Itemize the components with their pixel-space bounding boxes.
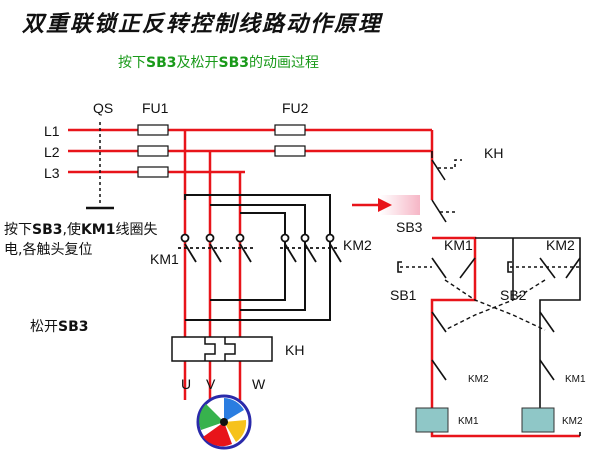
interlock-cross xyxy=(444,279,546,331)
coils xyxy=(415,407,555,433)
km2-interlock-label: KM2 xyxy=(468,374,489,385)
subtitle-key-2: SB3 xyxy=(218,55,250,71)
kh-contact xyxy=(431,159,462,181)
km2-coil-label: KM2 xyxy=(562,416,583,427)
km1-main-label: KM1 xyxy=(150,251,179,267)
control-black-wires xyxy=(431,151,581,436)
page-title: 双重联锁正反转控制线路动作原理 xyxy=(22,11,383,37)
u-label: U xyxy=(181,376,191,392)
fu2-label: FU2 xyxy=(282,100,309,116)
subtitle-text-3: 的动画过程 xyxy=(249,55,319,71)
kh-main-label: KH xyxy=(285,342,304,358)
sb3-label: SB3 xyxy=(396,219,423,235)
w-label: W xyxy=(252,376,266,392)
l2-label: L2 xyxy=(44,144,60,160)
sb2-button xyxy=(507,257,581,279)
km1-top-label: KM1 xyxy=(444,237,473,253)
fuse-fu2 xyxy=(274,124,306,157)
km2-top-label: KM2 xyxy=(546,237,575,253)
l1-label: L1 xyxy=(44,123,60,139)
control-red-wires xyxy=(352,130,580,438)
fu1-label: FU1 xyxy=(142,100,169,116)
release-note: 松开SB3 xyxy=(30,316,89,336)
interlock-contacts xyxy=(431,311,555,381)
km1-interlock-label: KM1 xyxy=(565,374,586,385)
note2-text: 松开 xyxy=(30,319,58,335)
thermal-relay-kh xyxy=(171,336,273,362)
subtitle-key-1: SB3 xyxy=(146,55,177,71)
main-contacts xyxy=(178,233,342,263)
sb1-label: SB1 xyxy=(390,287,417,303)
flow-arrow xyxy=(378,195,420,215)
qs-label: QS xyxy=(93,100,113,116)
note-key-2: KM1 xyxy=(80,222,116,238)
l3-label: L3 xyxy=(44,165,60,181)
sb1-button xyxy=(397,257,476,279)
fuse-fu1 xyxy=(137,124,169,178)
subtitle-text-2: 及松开 xyxy=(176,55,219,71)
note-text-1: 按下 xyxy=(4,222,32,238)
motor xyxy=(196,394,252,450)
km1-coil-label: KM1 xyxy=(458,416,479,427)
sb3-button xyxy=(431,199,456,223)
subtitle: 按下SB3及松开SB3的动画过程 xyxy=(118,52,319,72)
note-text-2: ,使 xyxy=(62,222,81,238)
note-text-3: 线圈失电,各触头复位 xyxy=(4,222,158,258)
v-label: V xyxy=(206,376,216,392)
step-note: 按下SB3,使KM1线圈失电,各触头复位 xyxy=(4,220,164,260)
note-key-1: SB3 xyxy=(32,222,63,238)
km2-branch xyxy=(184,194,331,321)
sb2-label: SB2 xyxy=(500,287,527,303)
subtitle-text-1: 按下 xyxy=(118,55,146,71)
note2-key: SB3 xyxy=(58,319,89,335)
kh-ctrl-label: KH xyxy=(484,145,503,161)
km2-main-label: KM2 xyxy=(343,237,372,253)
